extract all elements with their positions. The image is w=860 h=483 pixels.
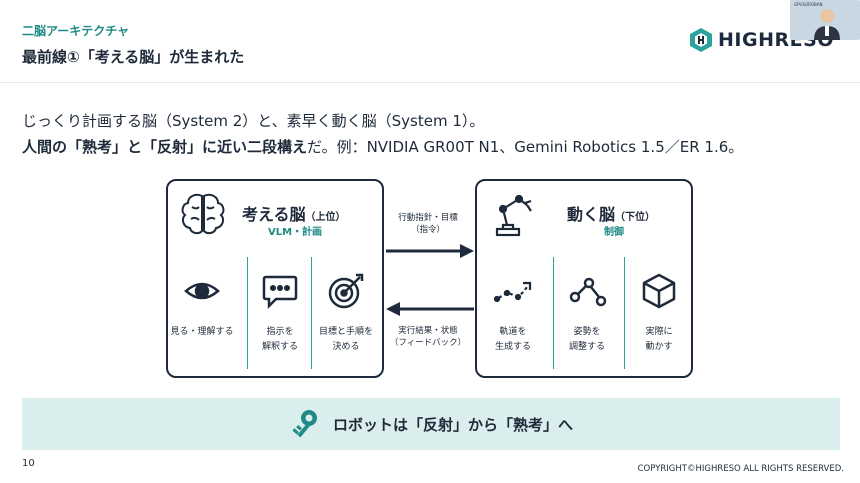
eye-icon [182,271,222,311]
video-thumbnail[interactable]: GPUSOROBAN [790,0,860,40]
feedback-arrow-icon [386,302,474,316]
moving-brain-title: 動く脳（下位） [567,201,655,225]
trajectory-icon [493,271,533,311]
function-label: 軌道を 生成する [481,325,545,355]
joint-icon [567,271,607,311]
logo-mark-icon [688,27,714,53]
target-icon [326,271,366,311]
column-divider [624,257,625,369]
robot-arm-icon [487,191,537,237]
function-label: 指示を 解釈する [248,325,312,355]
section-label: 二脳アーキテクチャ [22,22,129,39]
moving-brain-title-text: 動く脳 [567,205,615,224]
thinking-brain-title-text: 考える脳 [242,205,306,224]
function-label: 姿勢を 調整する [555,325,619,355]
moving-brain-subtitle: 制御 [604,223,624,238]
function-label: 実際に 動かす [627,325,691,355]
function-interpret-instructions: 指示を 解釈する [248,259,312,369]
body-text-line2-rest: だ。例：NVIDIA GR00T N1、Gemini Robotics 1.5／… [307,138,743,156]
moving-brain-title-note: （下位） [615,212,655,223]
function-adjust-posture: 姿勢を 調整する [555,259,619,369]
key-message-banner: ロボットは「反射」から「熟考」へ [22,398,840,450]
key-icon [289,408,321,440]
function-generate-trajectory: 軌道を 生成する [481,259,545,369]
brain-icon [178,191,228,237]
body-text-line1: じっくり計画する脳（System 2）と、素早く動く脳（System 1）。 [22,110,484,131]
function-see-understand: 見る・理解する [170,259,234,369]
thinking-brain-subtitle: VLM・計画 [268,223,322,238]
cube-icon [639,271,679,311]
column-divider [553,257,554,369]
body-text-line2: 人間の「熟考」と「反射」に近い二段構えだ。例：NVIDIA GR00T N1、G… [22,136,743,157]
presenter-avatar [812,6,842,40]
speech-bubble-icon [260,271,300,311]
thinking-brain-title: 考える脳（上位） [242,201,346,225]
page-title: 最前線①「考える脳」が生まれた [22,46,244,67]
command-arrow-label: 行動指針・目標 （指令） [383,212,473,236]
function-decide-goals: 目標と手順を 決める [314,259,378,369]
feedback-arrow-label: 実行結果・状態 （フィードバック） [383,325,473,349]
column-divider [311,257,312,369]
copyright-notice: COPYRIGHT©HIGHRESO ALL RIGHTS RESERVED. [638,464,844,474]
thinking-brain-title-note: （上位） [306,212,346,223]
command-arrow-icon [386,244,474,258]
page-number: 10 [22,458,35,469]
moving-brain-panel: 動く脳（下位） 制御 軌道を 生成する 姿勢を 調整する 実際に 動かす [475,179,693,378]
body-text-line2-bold: 人間の「熟考」と「反射」に近い二段構え [22,138,307,156]
title-divider [0,82,860,83]
thinking-brain-panel: 考える脳（上位） VLM・計画 見る・理解する 指示を 解釈する 目標と手順を … [166,179,384,378]
function-label: 目標と手順を 決める [314,325,378,355]
function-label: 見る・理解する [170,325,234,340]
banner-text: ロボットは「反射」から「熟考」へ [333,414,573,435]
function-actually-move: 実際に 動かす [627,259,691,369]
